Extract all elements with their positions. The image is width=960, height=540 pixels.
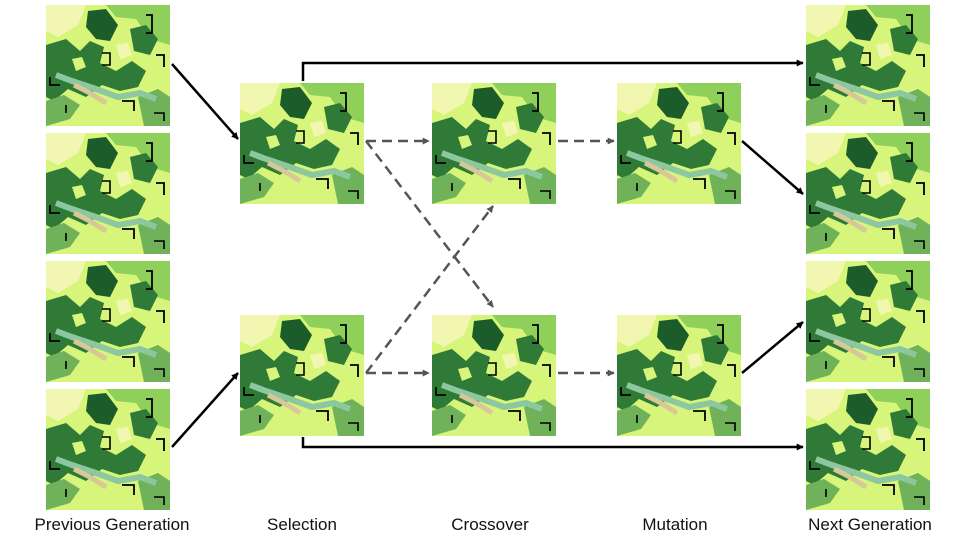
map-tile-icon xyxy=(46,261,170,382)
arrow-mutation-to-next-bottom xyxy=(741,321,804,374)
map-tile-icon xyxy=(617,83,741,204)
map-tile-icon xyxy=(432,83,556,204)
stage-label-previous-generation: Previous Generation xyxy=(34,515,190,534)
arrow-selection-cross-up xyxy=(365,205,494,374)
map-tile-icon xyxy=(806,389,930,510)
arrow-selection-to-next-top xyxy=(301,59,804,81)
stage-label-mutation: Mutation xyxy=(642,515,708,534)
map-tile-icon xyxy=(806,5,930,126)
arrow-prev-to-selection-top xyxy=(171,63,239,140)
map-tile-icon xyxy=(46,133,170,254)
stage-label-crossover: Crossover xyxy=(451,515,529,534)
arrow-mutation-to-next-top xyxy=(741,140,804,195)
map-tile-icon xyxy=(617,315,741,436)
stage-label-next-generation: Next Generation xyxy=(808,515,932,534)
stage-label-selection: Selection xyxy=(267,515,337,534)
map-tile-icon xyxy=(240,315,364,436)
map-tile-icon xyxy=(240,83,364,204)
map-tile-icon xyxy=(806,261,930,382)
map-tile-icon xyxy=(432,315,556,436)
arrow-selection-to-next-bottom xyxy=(301,437,804,451)
map-tile-icon xyxy=(46,389,170,510)
map-tile-icon xyxy=(46,5,170,126)
arrow-selection-cross-down xyxy=(365,140,494,308)
map-tile-icon xyxy=(806,133,930,254)
arrow-prev-to-selection-bottom xyxy=(171,372,239,448)
